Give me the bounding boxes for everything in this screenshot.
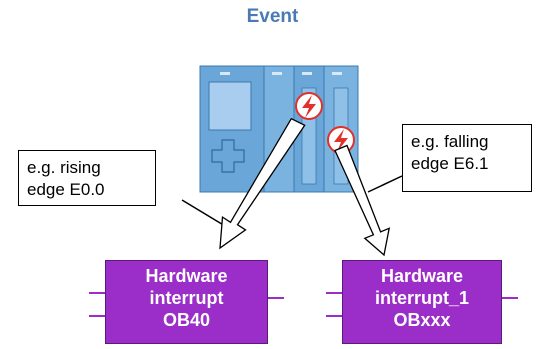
callout-rising-line2: edge E0.0 [27, 180, 105, 199]
event-arrow-right [334, 144, 391, 257]
event-arrow-left [219, 117, 306, 250]
block-hardware-interrupt-obxxx: Hardware interrupt_1 OBxxx [342, 260, 502, 344]
block-left-line3: OB40 [162, 310, 211, 330]
block-left-line2: interrupt [149, 288, 224, 308]
block-right-line3: OBxxx [393, 310, 451, 330]
block-right-line1: Hardware [380, 266, 464, 286]
callout-falling-line2: edge E6.1 [411, 154, 489, 173]
callout-rising-line1: e.g. rising [27, 158, 101, 177]
lightning-bolt-icon [295, 92, 323, 120]
block-pins [89, 292, 518, 317]
block-left-line1: Hardware [145, 266, 228, 286]
callout-right-connector [367, 175, 403, 193]
callout-rising-edge: e.g. rising edge E0.0 [18, 150, 156, 206]
plc-display [208, 81, 252, 131]
block-right-line2: interrupt_1 [374, 288, 470, 308]
callout-falling-line1: e.g. falling [411, 132, 489, 151]
plc-dpad [211, 139, 245, 173]
block-hardware-interrupt-ob40: Hardware interrupt OB40 [105, 260, 268, 344]
callout-falling-edge: e.g. falling edge E6.1 [402, 124, 532, 192]
diagram-title: Event [246, 6, 299, 27]
